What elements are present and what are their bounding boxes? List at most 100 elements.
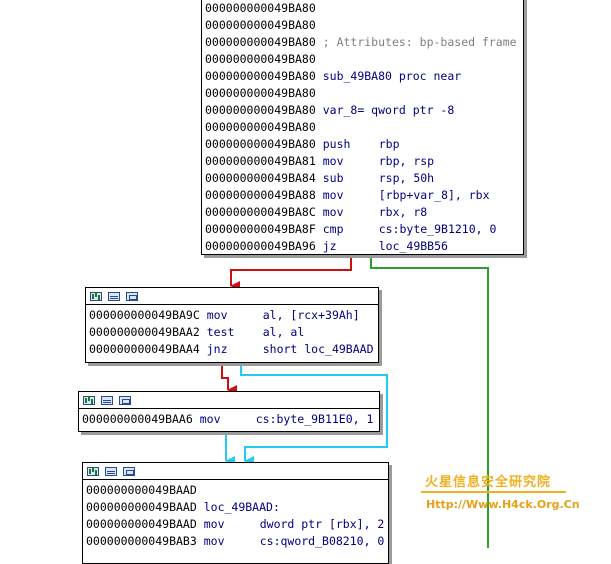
edge-false-1 xyxy=(230,256,352,291)
line-operands[interactable]: rbp xyxy=(378,137,400,151)
disasm-line[interactable]: 000000000049BA80 ; Attributes: bp-based … xyxy=(205,34,520,51)
line-address: 000000000049BA80 xyxy=(205,35,316,49)
line-address: 000000000049BA80 xyxy=(205,103,316,117)
line-address: 000000000049BAB3 xyxy=(86,534,197,548)
line-operands[interactable]: al, [rcx+39Ah] xyxy=(262,308,360,322)
disasm-line[interactable]: 000000000049BA80 xyxy=(205,0,520,17)
line-operands[interactable]: short loc_49BAAD xyxy=(262,342,374,356)
watermark-rule xyxy=(421,491,566,493)
line-address: 000000000049BA8F xyxy=(205,222,316,236)
line-label[interactable]: var_8= qword ptr -8 xyxy=(322,103,455,117)
line-mnemonic: mov xyxy=(206,308,228,322)
edge-false-2 xyxy=(221,363,237,395)
graph-edges xyxy=(221,256,489,548)
line-address: 000000000049BA80 xyxy=(205,120,316,134)
block-49baa6[interactable]: 000000000049BAA6 mov cs:byte_9B11E0, 1 xyxy=(78,391,380,432)
line-mnemonic: cmp xyxy=(322,222,344,236)
block-loc-49baad[interactable]: 000000000049BAAD 000000000049BAAD loc_49… xyxy=(82,462,389,564)
block-toolbar xyxy=(83,463,388,480)
rename-icon[interactable] xyxy=(108,291,120,301)
line-operands[interactable]: al, al xyxy=(262,325,305,339)
line-mnemonic: test xyxy=(206,325,235,339)
line-operands[interactable]: rsp, 50h xyxy=(378,171,435,185)
line-operands[interactable]: dword ptr [rbx], 2 xyxy=(259,517,385,531)
graph-color-icon[interactable] xyxy=(90,291,102,301)
line-address: 000000000049BA80 xyxy=(205,1,316,15)
group-icon[interactable] xyxy=(123,466,135,476)
line-operands[interactable]: rbp, rsp xyxy=(378,154,435,168)
line-address: 000000000049BAA4 xyxy=(89,342,200,356)
block-body: 000000000049BAA6 mov cs:byte_9B11E0, 1 xyxy=(79,409,379,430)
disasm-line[interactable]: 000000000049BA80 xyxy=(205,17,520,34)
disasm-line[interactable]: 000000000049BAAD xyxy=(86,482,385,499)
line-address: 000000000049BA80 xyxy=(205,137,316,151)
disasm-line[interactable]: 000000000049BAAD loc_49BAAD: xyxy=(86,499,385,516)
disasm-line[interactable]: 000000000049BAA6 mov cs:byte_9B11E0, 1 xyxy=(82,411,376,428)
disasm-line[interactable]: 000000000049BA80 xyxy=(205,51,520,68)
rename-icon[interactable] xyxy=(105,466,117,476)
disasm-line[interactable]: 000000000049BA80 sub_49BA80 proc near xyxy=(205,68,520,85)
disasm-line[interactable]: 000000000049BAAD mov dword ptr [rbx], 2 xyxy=(86,516,385,533)
disasm-line[interactable]: 000000000049BA9C mov al, [rcx+39Ah] xyxy=(89,307,375,324)
line-address: 000000000049BA80 xyxy=(205,86,316,100)
rename-icon[interactable] xyxy=(101,395,113,405)
line-mnemonic: mov xyxy=(203,534,225,548)
line-mnemonic: mov xyxy=(199,412,221,426)
line-comment: ; Attributes: bp-based frame xyxy=(322,35,517,49)
disasm-line[interactable]: 000000000049BAA2 test al, al xyxy=(89,324,375,341)
line-address: 000000000049BA88 xyxy=(205,188,316,202)
group-icon[interactable] xyxy=(119,395,131,405)
watermark-url: Http://Www.H4ck.Org.Cn xyxy=(426,498,580,511)
line-mnemonic: push xyxy=(322,137,351,151)
block-toolbar xyxy=(79,392,379,409)
line-address: 000000000049BA84 xyxy=(205,171,316,185)
group-icon[interactable] xyxy=(126,291,138,301)
line-operands[interactable]: cs:byte_9B11E0, 1 xyxy=(255,412,374,426)
line-mnemonic: mov xyxy=(322,154,344,168)
line-address: 000000000049BAA2 xyxy=(89,325,200,339)
watermark-title: 火星信息安全研究院 xyxy=(425,475,552,490)
disasm-line[interactable]: 000000000049BA80 var_8= qword ptr -8 xyxy=(205,102,520,119)
line-operands[interactable]: [rbp+var_8], rbx xyxy=(378,188,490,202)
line-address: 000000000049BA9C xyxy=(89,308,200,322)
disasm-line[interactable]: 000000000049BA8C mov rbx, r8 xyxy=(205,204,520,221)
line-address: 000000000049BAAD xyxy=(86,500,197,514)
disasm-line[interactable]: 000000000049BA8F cmp cs:byte_9B1210, 0 xyxy=(205,221,520,238)
disasm-line[interactable]: 000000000049BA80 xyxy=(205,119,520,136)
edge-true-1 xyxy=(370,256,489,548)
line-address: 000000000049BA80 xyxy=(205,18,316,32)
disasm-line[interactable]: 000000000049BA88 mov[rbp+var_8], rbx xyxy=(205,187,520,204)
line-address: 000000000049BAA6 xyxy=(82,412,193,426)
line-address: 000000000049BAAD xyxy=(86,517,197,531)
line-label[interactable]: loc_49BAAD: xyxy=(203,500,280,514)
line-address: 000000000049BAAD xyxy=(86,483,197,497)
disasm-line[interactable]: 000000000049BA81 mov rbp, rsp xyxy=(205,153,520,170)
graph-color-icon[interactable] xyxy=(83,395,95,405)
block-body: 000000000049BAAD 000000000049BAAD loc_49… xyxy=(83,480,388,552)
line-address: 000000000049BA80 xyxy=(205,69,316,83)
block-toolbar xyxy=(86,288,378,305)
disasm-line[interactable]: 000000000049BA80 push rbp xyxy=(205,136,520,153)
line-operands[interactable]: rbx, r8 xyxy=(378,205,428,219)
line-mnemonic: sub xyxy=(322,171,344,185)
disasm-line[interactable]: 000000000049BA84 sub rsp, 50h xyxy=(205,170,520,187)
line-operands[interactable]: loc_49BB56 xyxy=(378,239,448,253)
graph-color-icon[interactable] xyxy=(87,466,99,476)
disasm-line[interactable]: 000000000049BAB3 mov cs:qword_B08210, 0 xyxy=(86,533,385,550)
block-sub-49ba80[interactable]: 000000000049BA80 000000000049BA80 000000… xyxy=(201,0,524,255)
line-address: 000000000049BA96 xyxy=(205,239,316,253)
edge-true-2 xyxy=(240,363,388,466)
disasm-line[interactable]: 000000000049BA80 xyxy=(205,85,520,102)
line-mnemonic: mov xyxy=(203,517,225,531)
line-address: 000000000049BA8C xyxy=(205,205,316,219)
line-address: 000000000049BA80 xyxy=(205,52,316,66)
line-address: 000000000049BA81 xyxy=(205,154,316,168)
line-operands[interactable]: cs:qword_B08210, 0 xyxy=(259,534,385,548)
line-operands[interactable]: cs:byte_9B1210, 0 xyxy=(378,222,497,236)
line-label[interactable]: sub_49BA80 proc near xyxy=(322,69,462,83)
line-mnemonic: mov xyxy=(322,205,344,219)
